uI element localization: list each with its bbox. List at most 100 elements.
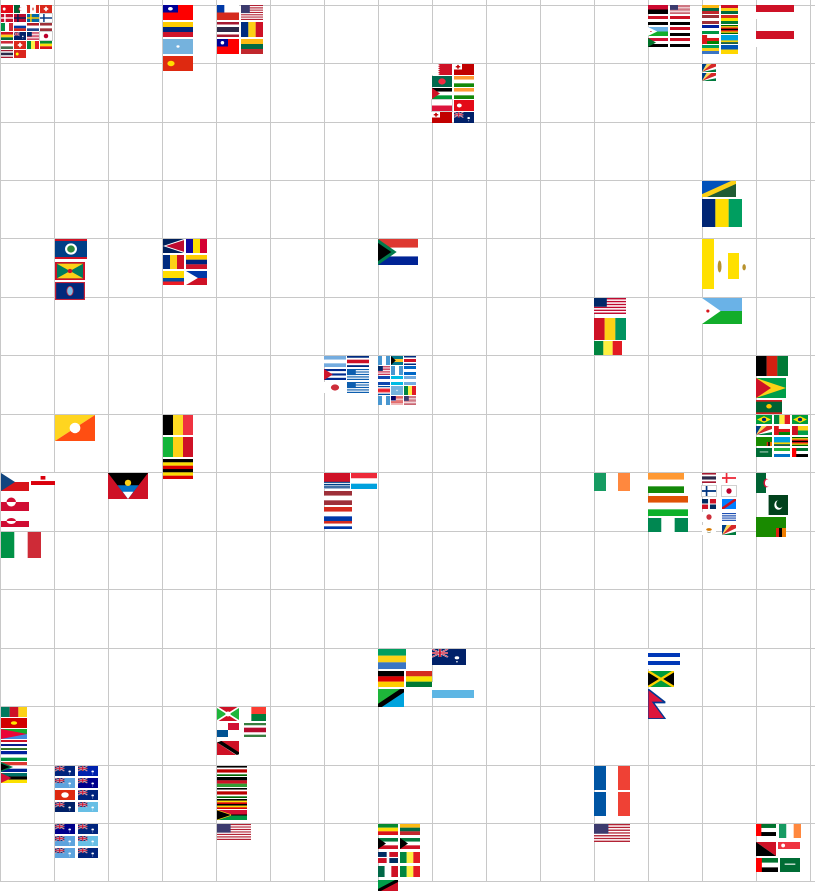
grid-line-vertical [324, 0, 325, 882]
flag-lso-icon [1, 751, 27, 761]
flag-idn-icon [756, 31, 794, 47]
flag-cod-icon [722, 499, 736, 509]
flag-cze-icon [1, 473, 29, 491]
flag-tur-icon [454, 100, 474, 111]
flag-chl-icon [217, 5, 239, 20]
flag-lbr-icon [378, 366, 390, 375]
flag-nld-icon [27, 23, 39, 31]
flag-gmb-icon [1, 740, 27, 750]
flag-grd-icon [55, 262, 85, 280]
flag-nor-icon [14, 14, 26, 22]
flag-gib-icon [31, 473, 55, 485]
flag-kwt-icon [400, 838, 420, 849]
flag-ltu-icon [241, 39, 263, 54]
flag-lso-icon [702, 25, 719, 34]
grid-line-horizontal [0, 648, 815, 649]
flag-omn-icon [702, 35, 719, 44]
flag-egy-icon [648, 16, 668, 25]
flag-slv-icon [378, 376, 390, 385]
flag-fra-icon [594, 766, 630, 790]
flag-pol-icon [431, 99, 453, 112]
flag-zmb-icon [756, 437, 772, 446]
grid-line-horizontal [0, 414, 815, 415]
flag-fro-icon [722, 473, 736, 483]
flag-afg-icon [756, 356, 788, 376]
flag-vnm-icon [14, 50, 26, 58]
flag-syc-icon [722, 525, 736, 535]
flag-isr-icon [648, 649, 680, 669]
grid-line-vertical [0, 0, 1, 882]
flag-nzl-icon [78, 824, 98, 834]
flag-swe-icon [27, 14, 39, 22]
flag-eth-icon [40, 41, 52, 49]
flag-cri-icon [404, 356, 416, 365]
flag-can-icon [27, 5, 39, 13]
flag-rou-icon [241, 22, 263, 37]
flag-eth-icon [378, 824, 398, 835]
flag-mco-icon [756, 5, 794, 19]
flag-tha-icon [217, 22, 239, 37]
flag-dom-icon [378, 852, 398, 863]
flag-sen-icon [27, 41, 39, 49]
grid-line-vertical [378, 0, 379, 882]
flag-gbr-icon [14, 32, 26, 40]
flag-tuv-icon [55, 836, 75, 846]
flag-ury-icon [722, 512, 736, 522]
flag-guy-icon [756, 378, 786, 398]
flag-hun-icon [1, 41, 13, 49]
flag-grc-icon [347, 369, 369, 380]
flag-lux-icon [351, 473, 377, 489]
flag-sen-icon [400, 852, 420, 863]
flag-ton-icon [432, 112, 452, 123]
flag-are-icon [792, 448, 808, 457]
flag-fin-icon [701, 485, 717, 497]
flag-fsm-icon [163, 39, 193, 54]
flag-sen-icon [400, 866, 420, 877]
flag-bhr-icon [432, 64, 452, 75]
flag-cub-icon [324, 369, 346, 380]
flag-zaf-icon [378, 239, 418, 265]
flag-mex-icon [378, 866, 398, 877]
flag-are-icon [756, 824, 776, 836]
flag-sau-icon [756, 448, 772, 457]
flag-nig-icon [648, 496, 688, 516]
flag-dnk-icon [1, 14, 13, 22]
flag-mwi-icon [217, 777, 247, 787]
grid-line-vertical [108, 0, 109, 882]
flag-fji-icon [78, 802, 98, 812]
flag-twn-icon [163, 5, 193, 20]
flag-gab-icon [702, 45, 719, 54]
flag-grl-icon [1, 515, 29, 527]
flag-vct-icon [702, 199, 742, 227]
flag-tur-icon [1, 5, 13, 13]
grid-line-horizontal [0, 180, 815, 181]
flag-ukr-icon [721, 45, 738, 54]
flag-rwa-icon [721, 35, 738, 44]
flag-bra-icon [792, 415, 808, 424]
grid-line-vertical [216, 0, 217, 882]
flag-hkg-icon [55, 790, 75, 800]
flag-jpn-icon [39, 31, 53, 41]
flag-ckl-icon [78, 790, 98, 800]
flag-usa-icon [241, 5, 263, 20]
flag-syc-icon [756, 426, 772, 435]
flag-grc-icon [347, 382, 369, 393]
grid-line-horizontal [0, 5, 815, 6]
flag-cyp-icon [702, 525, 716, 535]
flag-nga-icon [648, 518, 688, 532]
flag-mkd-icon [1, 718, 27, 728]
flag-bra-icon [756, 415, 772, 424]
flag-bgd-icon [432, 76, 452, 87]
flag-gbr-icon [55, 802, 75, 812]
flag-eri-icon [1, 729, 27, 739]
flag-pse-icon [432, 88, 452, 99]
flag-tto-icon [217, 741, 239, 755]
flag-ago-icon [648, 5, 668, 14]
flag-prk-icon [378, 386, 390, 395]
flag-arg-icon [324, 356, 346, 367]
grid-line-horizontal [0, 63, 815, 64]
flag-kor-icon [702, 512, 716, 522]
grid-line-vertical [270, 0, 271, 882]
flag-zwe-icon [792, 437, 808, 446]
flag-vat-icon [702, 239, 726, 289]
